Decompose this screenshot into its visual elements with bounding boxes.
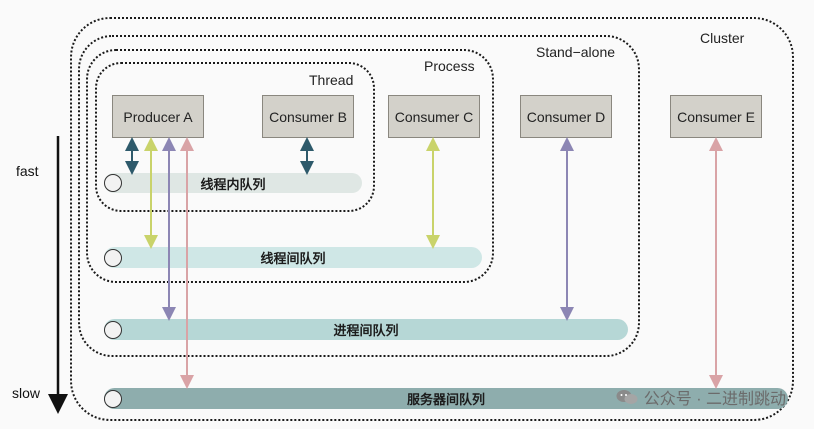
queue-in-thread-head xyxy=(104,174,122,192)
queue-inter-process-label: 进程间队列 xyxy=(333,323,399,338)
queue-inter-thread-label: 线程间队列 xyxy=(260,251,326,266)
process-boundary xyxy=(86,49,494,283)
consumer-d-box: Consumer D xyxy=(520,95,612,138)
consumer-e-box: Consumer E xyxy=(670,95,762,138)
queue-inter-thread-head xyxy=(104,249,122,267)
consumer-c-box: Consumer C xyxy=(388,95,480,138)
consumer-d-label: Consumer D xyxy=(526,108,606,125)
thread-label: Thread xyxy=(309,72,354,88)
producer-a-box: Producer A xyxy=(112,95,204,138)
speed-fast-label: fast xyxy=(16,163,39,179)
watermark-text: 公众号 · 二进制跳动 xyxy=(643,391,786,408)
watermark: 公众号 · 二进制跳动 xyxy=(616,385,786,409)
queue-inter-process: 进程间队列 xyxy=(104,319,628,340)
consumer-c-label: Consumer C xyxy=(394,108,474,125)
consumer-e-label: Consumer E xyxy=(677,108,755,125)
standalone-boundary xyxy=(78,35,640,357)
consumer-b-label: Consumer B xyxy=(269,108,347,125)
queue-inter-server: 服务器间队列 xyxy=(104,388,788,409)
queue-inter-thread: 线程间队列 xyxy=(104,247,482,268)
cluster-boundary xyxy=(70,17,794,421)
thread-boundary xyxy=(95,62,375,212)
speed-slow-label: slow xyxy=(12,385,41,401)
standalone-label: Stand−alone xyxy=(536,44,616,60)
process-label: Process xyxy=(424,58,475,74)
queue-inter-process-head xyxy=(104,321,122,339)
producer-a-label: Producer A xyxy=(123,108,193,125)
queue-inter-server-label: 服务器间队列 xyxy=(406,392,485,407)
queue-inter-server-head xyxy=(104,390,122,408)
wechat-icon xyxy=(616,389,638,405)
queue-in-thread-label: 线程内队列 xyxy=(200,176,266,192)
cluster-label: Cluster xyxy=(700,30,745,46)
